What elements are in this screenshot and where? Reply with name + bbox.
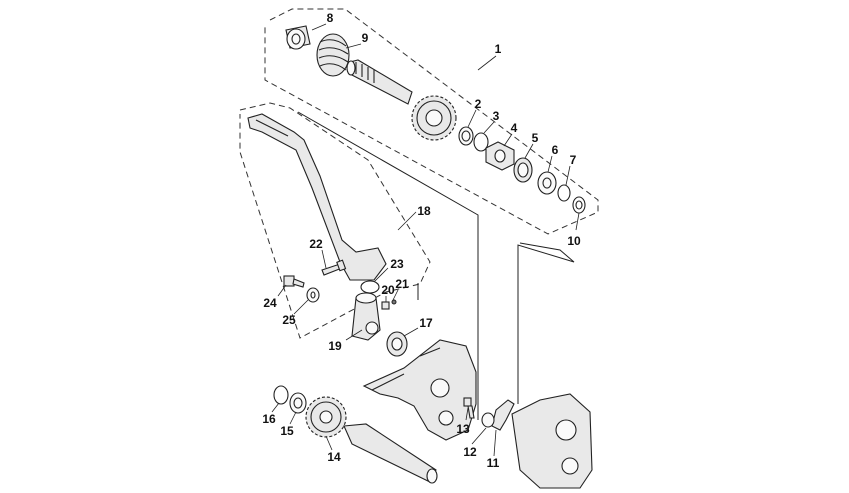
part-3-circlip: [473, 132, 489, 152]
part-21-pin: [391, 299, 397, 305]
part-8-bushing: [285, 25, 311, 50]
part-10-circlip: [572, 196, 586, 214]
callout-12: 12: [463, 445, 477, 459]
callout-8: 8: [327, 11, 334, 25]
callout-5: 5: [532, 131, 539, 145]
callout-9: 9: [362, 31, 369, 45]
part-12-washer: [481, 412, 495, 428]
part-17-oil-seal: [386, 331, 408, 357]
part-7-circlip: [557, 184, 571, 202]
callout-2: 2: [475, 97, 482, 111]
part-15-washer: [289, 392, 307, 414]
callout-13: 13: [456, 422, 470, 436]
group-outline-18: [239, 102, 431, 339]
callout-3: 3: [493, 109, 500, 123]
part-23-o-ring: [360, 280, 380, 294]
part-11-plate: [491, 399, 515, 431]
part-24-bolt: [283, 275, 305, 288]
callout-4: 4: [511, 121, 518, 135]
part-20-pin: [381, 301, 390, 310]
callout-16: 16: [262, 412, 276, 426]
callout-17: 17: [419, 316, 433, 330]
part-1-shaft: [346, 59, 413, 105]
callout-22: 22: [309, 237, 323, 251]
callout-10: 10: [567, 234, 581, 248]
callout-25: 25: [282, 313, 296, 327]
group-outline-1: [264, 8, 599, 235]
part-9-spring: [316, 33, 350, 77]
part-19-boss: [351, 292, 381, 341]
callout-labels: 8 9 1 2 3 4 5 6 7 10 18 22 23 21 20 24 2…: [262, 11, 581, 470]
part-16-circlip: [273, 385, 289, 405]
part-14-gear: [305, 396, 347, 438]
part-2-washer: [458, 126, 474, 146]
part-25-washer: [306, 287, 320, 303]
part-13-bolt: [463, 397, 475, 419]
callout-6: 6: [552, 143, 559, 157]
callout-23: 23: [390, 257, 404, 271]
callout-21: 21: [395, 277, 409, 291]
part-4-ratchet: [485, 141, 515, 171]
part-6-washer: [537, 171, 557, 195]
frame-lines: [297, 111, 575, 420]
callout-11: 11: [487, 456, 500, 470]
part-5-spring: [513, 157, 533, 183]
callout-19: 19: [328, 339, 342, 353]
part-18-kick-lever: [247, 113, 387, 281]
part-1-gear: [411, 95, 457, 141]
leader-lines: [271, 23, 580, 457]
callout-7: 7: [570, 153, 577, 167]
callout-1: 1: [495, 42, 502, 56]
part-22-bolt: [321, 259, 347, 276]
callout-15: 15: [280, 424, 294, 438]
output-shaft: [343, 423, 438, 484]
callout-18: 18: [417, 204, 431, 218]
callout-24: 24: [263, 296, 277, 310]
crankcase-section: [362, 339, 477, 441]
callout-14: 14: [327, 450, 341, 464]
crankcase-right: [511, 393, 593, 489]
callout-20: 20: [381, 283, 395, 297]
